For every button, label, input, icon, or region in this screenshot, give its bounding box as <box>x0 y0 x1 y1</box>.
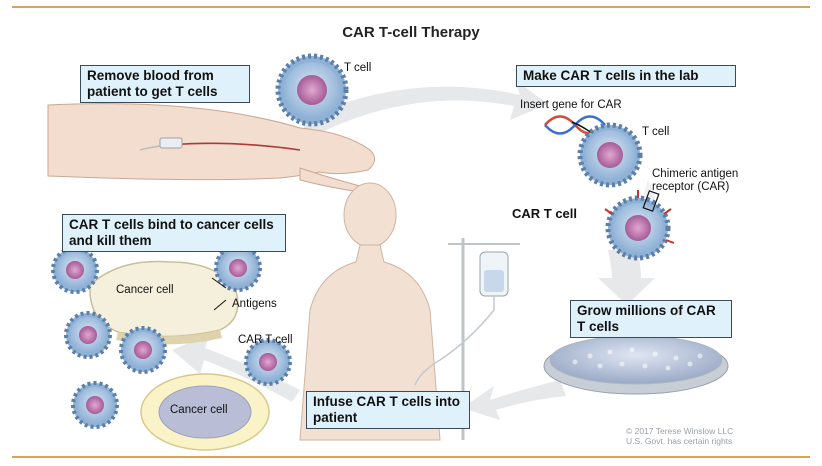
step-bind-kill: CAR T cells bind to cancer cells and kil… <box>62 214 286 252</box>
antigen-pointers <box>211 277 227 311</box>
arrow-bottom-right-left <box>462 380 566 420</box>
copyright: © 2017 Terese Winslow LLC U.S. Govt. has… <box>626 426 733 446</box>
step-make-in-lab: Make CAR T cells in the lab <box>516 65 736 87</box>
label-car-t-cell-lab: CAR T cell <box>512 206 578 221</box>
diagram-title: CAR T-cell Therapy <box>342 24 480 41</box>
t-cell-lab <box>577 122 643 188</box>
label-cancer-cell-top: Cancer cell <box>116 284 174 296</box>
copyright-line2: U.S. Govt. has certain rights <box>626 436 733 446</box>
arrow-bottom-left <box>172 334 300 402</box>
top-divider <box>12 6 810 8</box>
car-pointer-box <box>642 190 660 212</box>
copyright-line1: © 2017 Terese Winslow LLC <box>626 426 734 436</box>
step-infuse: Infuse CAR T cells into patient <box>306 391 470 429</box>
label-cancer-cell-bottom: Cancer cell <box>170 404 228 416</box>
label-t-cell-top: T cell <box>344 62 372 74</box>
label-antigens: Antigens <box>232 298 277 310</box>
arrow-top-right <box>300 80 548 138</box>
label-insert-gene: Insert gene for CAR <box>520 99 622 111</box>
label-car-line2: receptor (CAR) <box>652 181 730 193</box>
bottom-divider <box>12 456 810 458</box>
step-remove-blood: Remove blood from patient to get T cells <box>80 65 250 103</box>
arrow-right-down <box>598 248 655 305</box>
car-t-cell-lab <box>604 190 675 261</box>
car-t-cell-group <box>51 244 292 429</box>
cancer-cell-bottom-shape <box>140 373 270 451</box>
label-car-line1: Chimeric antigen <box>652 168 739 180</box>
label-car-t-cell-bottom: CAR T cell <box>238 334 293 346</box>
process-arrows <box>172 80 655 420</box>
step-grow: Grow millions of CAR T cells <box>570 300 732 338</box>
label-t-cell-lab: T cell <box>642 126 670 138</box>
petri-dish <box>543 335 729 395</box>
t-cell-top <box>275 53 349 127</box>
